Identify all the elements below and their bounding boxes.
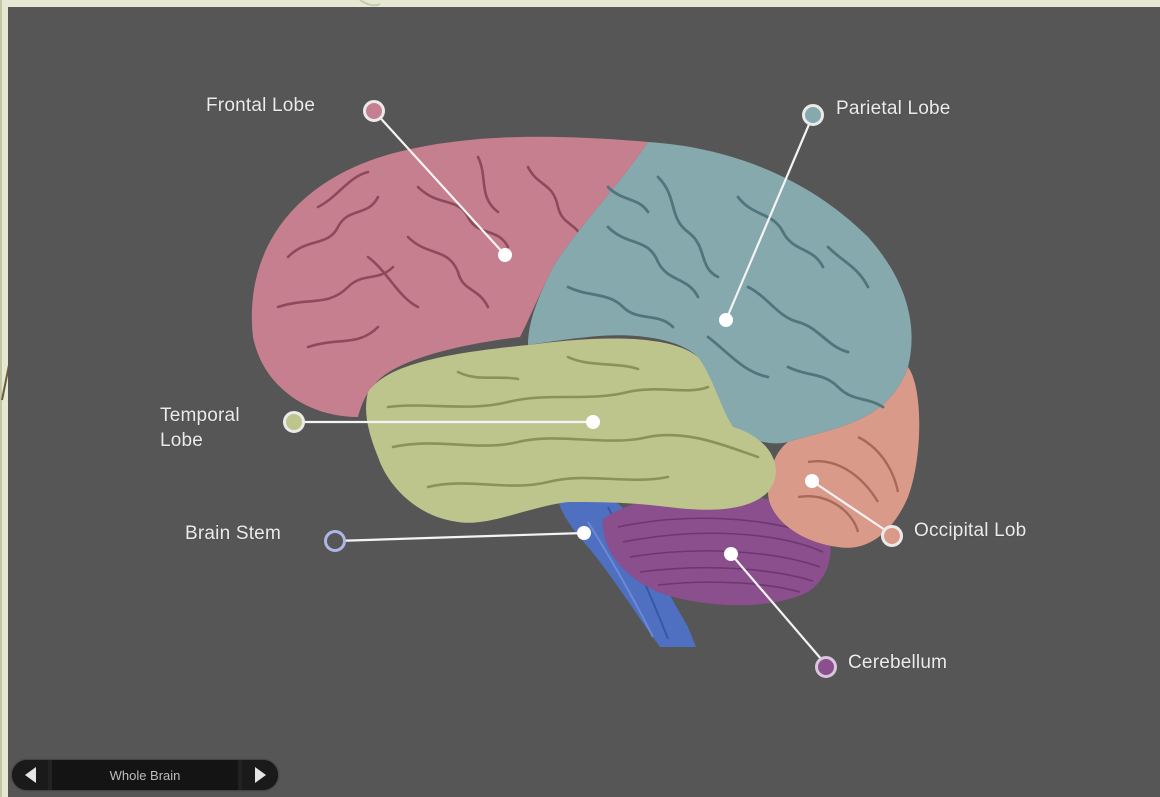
temporal-lobe-marker[interactable] [285, 413, 304, 432]
brain-viewer: Frontal Lobe Parietal Lobe Temporal Lobe… [8, 7, 1160, 797]
brain-stem-marker[interactable] [326, 532, 345, 551]
next-view-button[interactable] [242, 760, 278, 790]
view-navigator: Whole Brain [12, 760, 278, 790]
parietal-lobe-label[interactable]: Parietal Lobe [836, 96, 951, 121]
current-view-label: Whole Brain [52, 760, 238, 790]
frontal-lobe-marker[interactable] [365, 102, 384, 121]
parietal-lobe-marker[interactable] [804, 106, 823, 125]
frontal-lobe-label[interactable]: Frontal Lobe [206, 93, 315, 118]
occipital-lobe-label[interactable]: Occipital Lob [914, 518, 1026, 543]
arrow-right-icon [255, 767, 266, 783]
previous-view-button[interactable] [12, 760, 48, 790]
temporal-lobe-label[interactable]: Temporal Lobe [160, 403, 250, 453]
cerebellum-label[interactable]: Cerebellum [848, 650, 947, 675]
arrow-left-icon [25, 767, 36, 783]
cerebellum-marker[interactable] [817, 658, 836, 677]
occipital-lobe-marker[interactable] [883, 527, 902, 546]
brain-stem-label[interactable]: Brain Stem [185, 521, 281, 546]
brain-diagram [8, 7, 1160, 797]
